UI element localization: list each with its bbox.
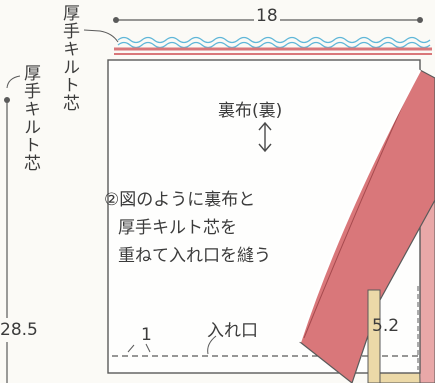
folded-flap-inner [303,83,413,339]
opening-leader [207,335,217,355]
quilting-wave-1 [117,36,431,44]
leader-line-left-interfacing [6,75,21,89]
seam-allowance-mark [127,343,151,353]
interfacing-label-left: 厚手キルト芯 [20,64,40,172]
leader-line-top-interfacing [83,29,119,43]
double-arrow-icon [258,121,272,153]
opening-label: 入れ口 [207,321,258,341]
beige-flap-edge [367,289,381,383]
interfacing-label-top: 厚手キルト芯 [59,4,79,112]
instruction-line-3: 重ねて入れ口を縫う [118,246,271,266]
instruction-text: ②図のように裏布と 厚手キルト芯を 重ねて入れ口を縫う [104,186,271,270]
quilting-wave-2 [117,41,431,49]
side-measure-label: 5.2 [372,316,400,336]
height-label: 28.5 [0,318,38,342]
width-label: 18 [254,6,280,26]
seam-allowance-label: 1 [141,325,152,345]
lining-label: 裏布(裏) [218,101,283,121]
instruction-line-1: ②図のように裏布と [104,190,256,210]
fold-white-edge [298,69,422,343]
instruction-line-2: 厚手キルト芯を [118,218,237,238]
